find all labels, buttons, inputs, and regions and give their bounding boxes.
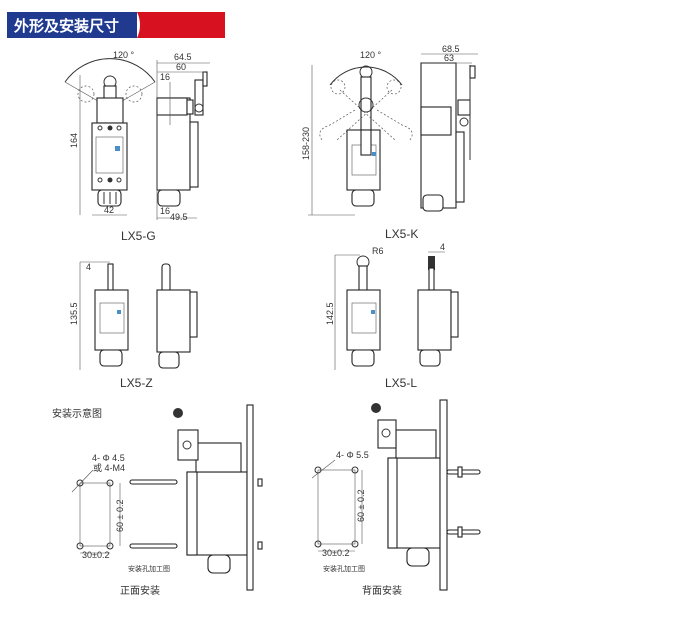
section-title: 外形及安装尺寸 bbox=[13, 17, 119, 35]
front-mount-assembly: 正面安装 bbox=[120, 404, 263, 597]
lx5-g-front-view: 120 ° 164 42 bbox=[64, 50, 156, 216]
lx5-k-angle: 120 ° bbox=[360, 50, 382, 60]
lx5-l-front-view: R6 142.5 bbox=[325, 246, 384, 370]
lx5-g-side-depth: 49.5 bbox=[170, 212, 188, 222]
lx5-g-side-16-top: 16 bbox=[160, 72, 170, 82]
back-holes: 4- Φ 5.5 bbox=[336, 450, 369, 460]
back-mount-hole-pattern: 4- Φ 5.5 60 ± 0.2 30±0.2 安装孔加工图 bbox=[311, 450, 369, 573]
lx5-g-side-16-bottom: 16 bbox=[160, 206, 170, 216]
lx5-z-side-view bbox=[156, 263, 198, 369]
lx5-g-angle: 120 ° bbox=[113, 50, 135, 60]
install-title: 安装示意图 bbox=[52, 407, 102, 420]
lx5-g-height: 164 bbox=[69, 133, 79, 148]
back-caption: 安装孔加工图 bbox=[323, 564, 365, 573]
header-red-band bbox=[137, 12, 225, 38]
back-label: 背面安装 bbox=[362, 584, 402, 597]
lx5-z-height: 135.5 bbox=[69, 302, 79, 325]
back-mount-assembly: 背面安装 bbox=[362, 399, 481, 597]
lx5-g-side-60: 60 bbox=[176, 62, 186, 72]
lx5-z-label: LX5-Z bbox=[120, 376, 153, 390]
section-header: 外形及安装尺寸 bbox=[7, 12, 225, 38]
lx5-l-radius: R6 bbox=[372, 246, 384, 256]
lx5-k-side-63: 63 bbox=[444, 53, 454, 63]
header-blue-band bbox=[7, 12, 137, 38]
lx5-g-width: 42 bbox=[104, 205, 114, 215]
front-horizontal: 30±0.2 bbox=[82, 550, 109, 560]
lx5-k-side-total: 68.5 bbox=[442, 44, 460, 54]
lx5-z-rod: 4 bbox=[86, 262, 91, 272]
lx5-z-front-view: 4 135.5 bbox=[69, 261, 129, 370]
lx5-k-height: 158-230 bbox=[301, 127, 311, 160]
front-caption: 安装孔加工图 bbox=[128, 564, 170, 573]
lx5-k-side-view: 68.5 63 bbox=[420, 44, 478, 212]
front-holes: 4- Φ 4.5 bbox=[92, 453, 125, 463]
lx5-k-front-view: 120 ° 158-230 bbox=[301, 50, 413, 216]
front-label: 正面安装 bbox=[120, 584, 160, 597]
lx5-g-side-view: 64.5 60 16 16 49.5 bbox=[156, 52, 210, 222]
lx5-g-side-total: 64.5 bbox=[174, 52, 192, 62]
lx5-g-label: LX5-G bbox=[121, 229, 156, 243]
lx5-l-label: LX5-L bbox=[385, 376, 417, 390]
front-vertical: 60 ± 0.2 bbox=[115, 500, 125, 532]
lx5-l-height: 142.5 bbox=[325, 302, 335, 325]
back-horizontal: 30±0.2 bbox=[322, 548, 349, 558]
lx5-l-rod: 4 bbox=[440, 242, 445, 252]
lx5-l-side-view: 4 bbox=[417, 242, 459, 367]
front-holes-alt: 或 4-M4 bbox=[93, 462, 125, 473]
back-vertical: 60 ± 0.2 bbox=[356, 490, 366, 522]
front-mount-hole-pattern: 4- Φ 4.5 或 4-M4 60 ± 0.2 30±0.2 安装孔加工图 bbox=[71, 453, 170, 573]
lx5-k-label: LX5-K bbox=[385, 227, 418, 241]
